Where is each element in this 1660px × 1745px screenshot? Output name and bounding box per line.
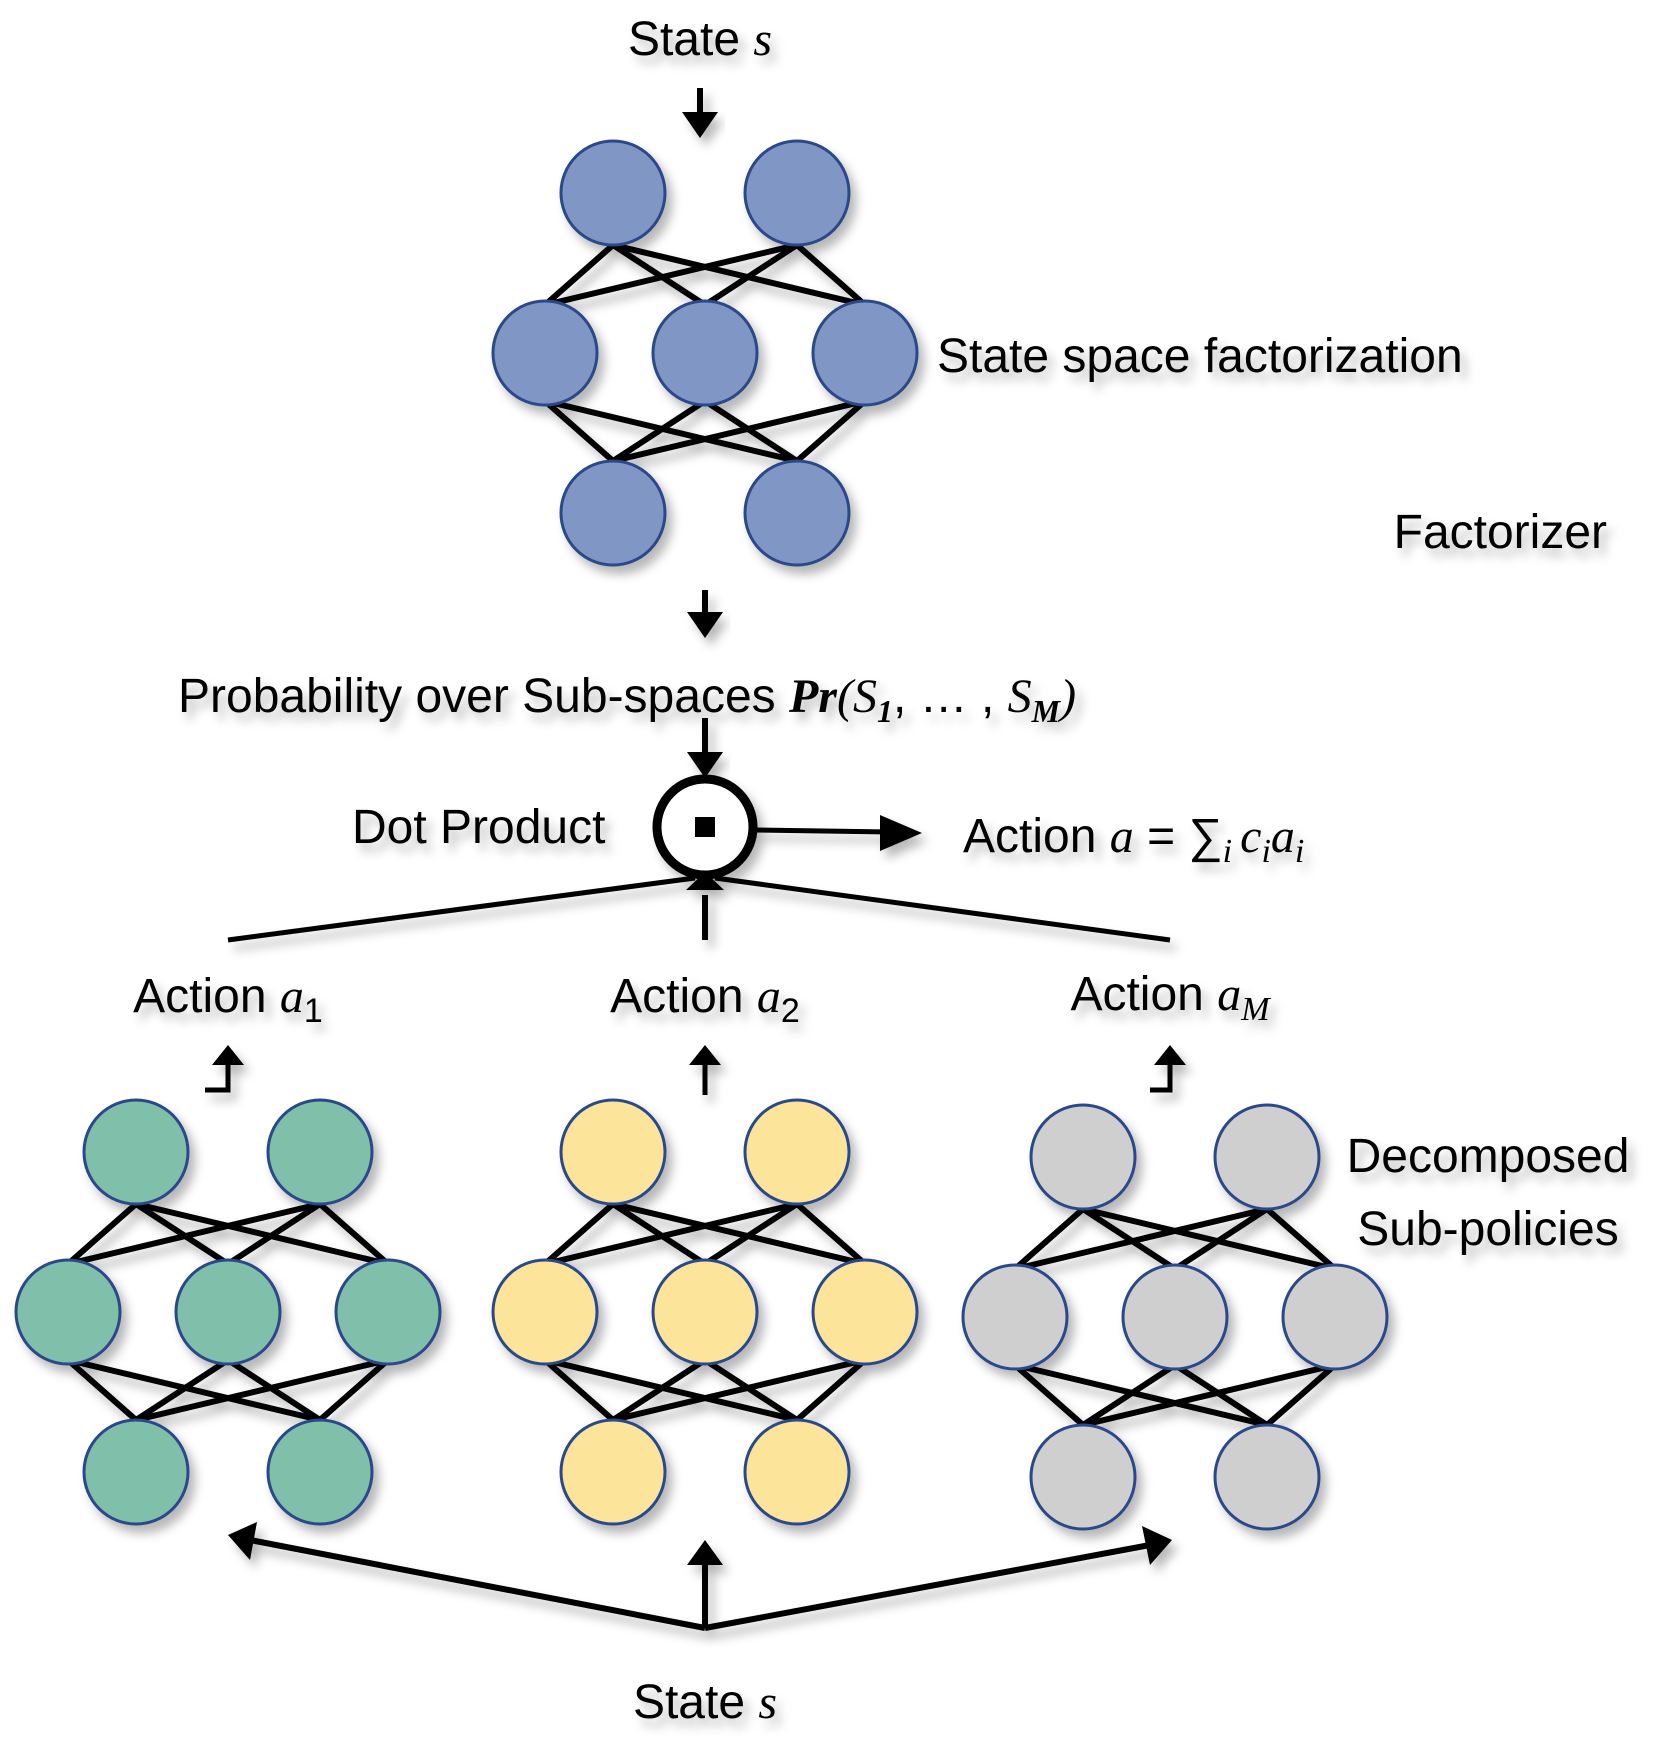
dot-product-node (652, 774, 758, 880)
subpolicy-m-node (961, 1263, 1069, 1371)
subpolicy-2-node (811, 1258, 919, 1366)
subpolicy-1-edge (135, 1201, 389, 1267)
state-top-label: State s (628, 13, 772, 66)
subpolicy-m-edge (1082, 1206, 1336, 1272)
subpolicy-2-node (559, 1098, 667, 1206)
subpolicy-1-node (174, 1258, 282, 1366)
subpolicy-1-edge (318, 1201, 390, 1267)
subpolicy-1-edge (67, 1201, 321, 1267)
subpolicy-m-network (961, 1103, 1389, 1531)
probability-label: Probability over Sub-spaces Pr(S1, … , S… (178, 670, 1076, 729)
state-bottom-label: State s (633, 1676, 777, 1729)
subpolicy-2-node (743, 1418, 851, 1526)
decomposed-subpolicies-label-line1: Decomposed (1347, 1130, 1630, 1183)
subpolicy-m-edge (1082, 1362, 1336, 1428)
factorizer-node (811, 299, 919, 407)
state-space-factorization-label: State space factorization (937, 330, 1463, 383)
factorizer-label: Factorizer (1394, 506, 1607, 559)
subpolicy-2-node (743, 1098, 851, 1206)
subpolicy-2-edge (544, 1357, 798, 1423)
factorizer-edge (543, 398, 615, 464)
subpolicy-1-edge (67, 1357, 321, 1423)
subpolicy-2-node (651, 1258, 759, 1366)
subpolicy-1-node (82, 1098, 190, 1206)
arrow-state-to-factorizer (682, 88, 718, 138)
factorizer-node (559, 459, 667, 567)
factorizer-node (743, 139, 851, 247)
factorizer-node (743, 459, 851, 567)
action-convergence-lines (227, 872, 1171, 943)
subpolicy-1-node (334, 1258, 442, 1366)
subpolicy-1-node (82, 1418, 190, 1526)
subpolicy-m-edge (1265, 1362, 1337, 1428)
subpolicy-m-edge (1173, 1206, 1269, 1272)
subpolicy-2-edge (703, 1201, 799, 1267)
subpolicy-m-edge (1013, 1362, 1085, 1428)
arrow-to-probability (687, 590, 723, 638)
subpolicy-m-edge (1014, 1362, 1268, 1428)
arrow-to-action-output (755, 815, 922, 851)
subpolicy-1-node (14, 1258, 122, 1366)
subpolicy-2-node (491, 1258, 599, 1366)
subpolicy-m-node (1029, 1103, 1137, 1211)
subpolicy-m-node (1121, 1263, 1229, 1371)
subpolicy-m-node (1029, 1423, 1137, 1531)
subpolicy-2-edge (611, 1357, 707, 1423)
subpolicy-2-edge (795, 1201, 867, 1267)
subpolicy-m-node (1213, 1423, 1321, 1531)
factorizer-node (559, 139, 667, 247)
factorizer-node (651, 299, 759, 407)
subpolicy-1-edge (66, 1357, 138, 1423)
subpolicy-1-node (266, 1418, 374, 1526)
factorizer-edge (612, 242, 866, 308)
decomposed-subpolicies-label-line2: Sub-policies (1357, 1203, 1618, 1256)
subpolicy-2-node (559, 1418, 667, 1526)
factorizer-edge (795, 398, 867, 464)
action-m-label: Action aM (1070, 968, 1271, 1028)
action-2-label: Action a2 (610, 970, 800, 1030)
subpolicy-2-edge (544, 1201, 798, 1267)
factorizer-network (491, 139, 919, 567)
subpolicy-m-edge (1013, 1206, 1085, 1272)
subpolicy-2-network (491, 1098, 919, 1526)
dot-product-label: Dot Product (352, 801, 605, 854)
factorizer-edge (795, 242, 867, 308)
subpolicy-2-edge (612, 1201, 866, 1267)
subpolicy-m-edge (1081, 1362, 1177, 1428)
subpolicy-m-edge (1265, 1206, 1337, 1272)
action-1-label: Action a1 (133, 970, 323, 1030)
subpolicy-2-edge (795, 1357, 867, 1423)
subpolicy-1-edge (135, 1357, 389, 1423)
subpolicy-2-edge (543, 1357, 615, 1423)
subpolicy-m-node (1281, 1263, 1389, 1371)
subpolicy-2-edge (543, 1201, 615, 1267)
factorizer-edge (544, 398, 798, 464)
factorizer-edge (544, 242, 798, 308)
factorizer-edge (703, 242, 799, 308)
subpolicy-1-edge (134, 1357, 230, 1423)
subpolicy-1-network (14, 1098, 442, 1526)
factorizer-edge (611, 398, 707, 464)
subpolicy-1-edge (318, 1357, 390, 1423)
subpolicy-1-node (266, 1098, 374, 1206)
factorizer-edge (612, 398, 866, 464)
subpolicy-1-edge (226, 1201, 322, 1267)
factorizer-node (491, 299, 599, 407)
subpolicy-m-node (1213, 1103, 1321, 1211)
factorizer-edge (543, 242, 615, 308)
subpolicy-1-edge (66, 1201, 138, 1267)
subpolicy-2-edge (612, 1357, 866, 1423)
arrow-to-dot-product (687, 718, 723, 778)
arrows-state-to-subpolicies (228, 1522, 1172, 1631)
subpolicy-m-edge (1014, 1206, 1268, 1272)
